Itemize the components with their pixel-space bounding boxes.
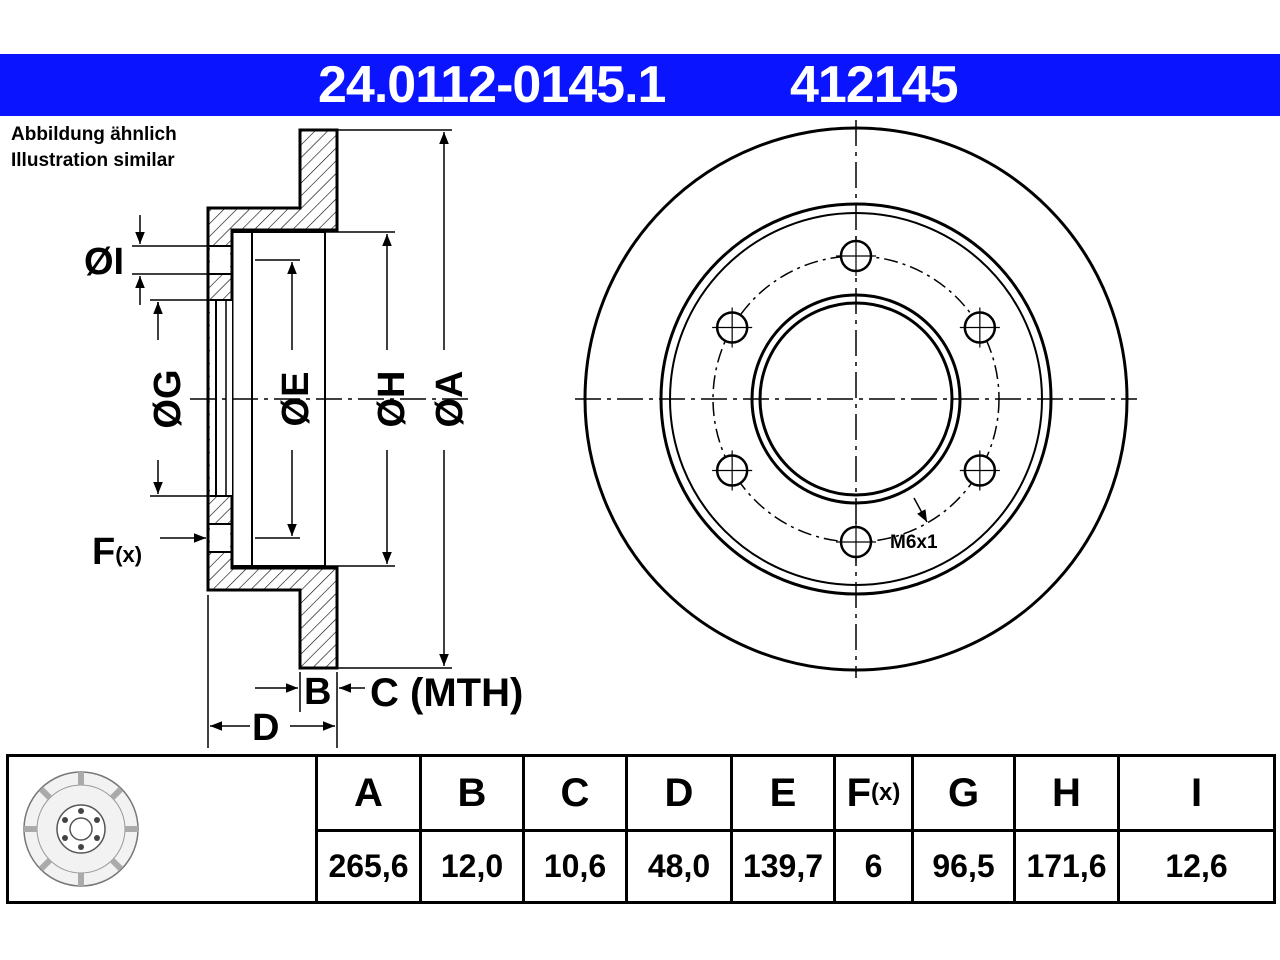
- bolt-hole: [836, 522, 876, 562]
- bolt-hole: [959, 307, 1000, 348]
- value-a: 265,6: [315, 832, 419, 901]
- bolt-hole: [959, 450, 1000, 491]
- header-h: H: [1013, 757, 1117, 832]
- header-c: C: [522, 757, 625, 832]
- technical-drawing: ØI ØG ØE ØH ØA F(x) B C (M: [84, 120, 1137, 749]
- value-f: 6: [833, 832, 911, 901]
- value-h: 171,6: [1013, 832, 1117, 901]
- note-english: Illustration similar: [11, 150, 175, 171]
- thread-label: M6x1: [890, 532, 938, 553]
- part-number: 24.0112-0145.1: [318, 56, 666, 114]
- value-i: 12,6: [1117, 832, 1273, 901]
- header-f: F(x): [833, 757, 911, 832]
- bolt-hole: [712, 450, 753, 491]
- value-c: 10,6: [522, 832, 625, 901]
- header-d: D: [625, 757, 730, 832]
- value-d: 48,0: [625, 832, 730, 901]
- dim-label-f: F(x): [92, 531, 142, 573]
- header-b: B: [419, 757, 522, 832]
- dim-label-i: ØI: [84, 241, 124, 283]
- value-g: 96,5: [911, 832, 1013, 901]
- title-bar: 24.0112-0145.1 412145: [0, 54, 1280, 116]
- header-g: G: [911, 757, 1013, 832]
- dim-label-a: ØA: [429, 371, 471, 428]
- value-b: 12,0: [419, 832, 522, 901]
- dim-label-c: C (MTH): [370, 671, 523, 715]
- bolt-holes: [712, 236, 1000, 562]
- value-e: 139,7: [730, 832, 833, 901]
- dim-label-e: ØE: [275, 372, 317, 427]
- dim-label-h: ØH: [371, 371, 413, 428]
- header-e: E: [730, 757, 833, 832]
- header-a: A: [315, 757, 419, 832]
- disc-thumbnail: [9, 757, 315, 901]
- front-view: M6x1: [575, 120, 1137, 678]
- section-view: ØI ØG ØE ØH ØA F(x) B C (M: [84, 128, 523, 749]
- dim-label-b: B: [304, 671, 331, 713]
- reference-number: 412145: [790, 56, 959, 114]
- bolt-hole: [712, 307, 753, 348]
- header-i: I: [1117, 757, 1273, 832]
- dim-label-g: ØG: [147, 369, 189, 428]
- bolt-hole: [836, 236, 876, 276]
- dim-label-d: D: [252, 707, 279, 749]
- note-german: Abbildung ähnlich: [11, 124, 177, 145]
